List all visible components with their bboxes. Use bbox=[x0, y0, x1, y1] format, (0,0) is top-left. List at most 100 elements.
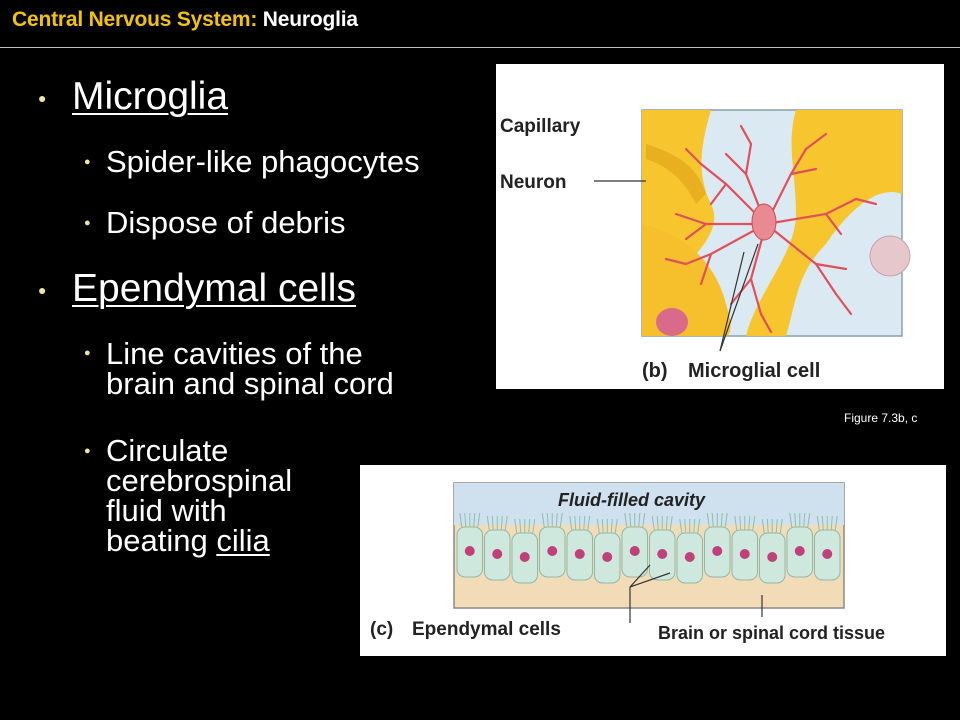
cilium bbox=[574, 515, 577, 531]
cilium bbox=[752, 515, 756, 531]
cell-nucleus bbox=[629, 546, 640, 556]
cilium bbox=[794, 512, 797, 528]
cilium bbox=[789, 512, 793, 528]
cell-nucleus bbox=[492, 549, 503, 559]
label-panel-b: (b) bbox=[642, 360, 668, 382]
heading-microglia: Microglia bbox=[72, 75, 229, 118]
cilium bbox=[775, 518, 778, 534]
cilium bbox=[821, 515, 824, 531]
cell-nucleus bbox=[712, 546, 723, 556]
cell-nucleus bbox=[574, 549, 585, 559]
cilium bbox=[541, 512, 545, 528]
cilium bbox=[500, 515, 503, 531]
cilium bbox=[706, 512, 710, 528]
cilium bbox=[807, 512, 811, 528]
cilium bbox=[569, 515, 573, 531]
item-spider-like: Spider-like phagocytes bbox=[106, 144, 420, 179]
cilium bbox=[711, 512, 714, 528]
cilium bbox=[629, 512, 632, 528]
cilium bbox=[587, 515, 591, 531]
item-line-cavities: Line cavities of the brain and spinal co… bbox=[106, 336, 394, 399]
heading-ependymal: Ependymal cells bbox=[72, 267, 356, 310]
circle-bullet-icon: ● bbox=[84, 445, 91, 457]
cilium bbox=[766, 518, 769, 534]
cilium bbox=[642, 512, 646, 528]
cilium bbox=[601, 518, 604, 534]
cell-nucleus bbox=[822, 549, 833, 559]
circle-bullet-icon: ● bbox=[84, 156, 91, 168]
microglia-illustration: Capillary Neuron (b) Microglial cell bbox=[500, 109, 911, 382]
label-panel-c: (c) bbox=[370, 619, 393, 640]
cell-nucleus bbox=[684, 552, 695, 562]
cell-nucleus bbox=[464, 546, 475, 556]
title-subtopic: Neuroglia bbox=[262, 8, 358, 31]
circle-bullet-icon: ● bbox=[38, 90, 47, 106]
cell-nucleus bbox=[602, 552, 613, 562]
ependymal-illustration: Fluid-filled cavity (c) Ependymal cells … bbox=[370, 482, 885, 643]
cell-nucleus bbox=[657, 549, 668, 559]
cilium bbox=[596, 518, 600, 534]
cilium bbox=[610, 518, 613, 534]
figure-ependymal-cells: Fluid-filled cavity (c) Ependymal cells … bbox=[360, 465, 946, 656]
slide-header: Central Nervous System: Neuroglia bbox=[0, 0, 960, 48]
cilium bbox=[669, 515, 673, 531]
cilium bbox=[491, 515, 494, 531]
cilium bbox=[651, 515, 655, 531]
cilium bbox=[830, 515, 833, 531]
cilium bbox=[624, 512, 628, 528]
cilium bbox=[486, 515, 490, 531]
cell-nucleus bbox=[547, 546, 558, 556]
label-fluid-cavity: Fluid-filled cavity bbox=[558, 490, 706, 510]
cilium bbox=[583, 515, 586, 531]
header-divider bbox=[0, 47, 960, 48]
title-topic: Central Nervous System: bbox=[12, 8, 258, 31]
cilium bbox=[546, 512, 549, 528]
circulate-line4: beating cilia bbox=[106, 523, 292, 558]
label-capillary: Capillary bbox=[500, 116, 581, 137]
cilium bbox=[693, 518, 696, 534]
line-cavities-line1: Line cavities of the bbox=[106, 336, 363, 371]
circle-bullet-icon: ● bbox=[38, 282, 47, 298]
cell-nucleus bbox=[767, 552, 778, 562]
label-ependymal-cells: Ependymal cells bbox=[412, 619, 561, 640]
cilium bbox=[779, 518, 783, 534]
cell-nucleus bbox=[519, 552, 530, 562]
figure-microglial-cell: Capillary Neuron (b) Microglial cell bbox=[496, 64, 944, 389]
cilium bbox=[528, 518, 531, 534]
label-microglial-cell: Microglial cell bbox=[688, 360, 820, 382]
figure-caption: Figure 7.3b, c bbox=[844, 411, 918, 425]
circulate-line4-text: beating bbox=[106, 523, 217, 558]
cilium bbox=[638, 512, 641, 528]
cilium bbox=[665, 515, 668, 531]
cilium bbox=[614, 518, 618, 534]
label-brain-tissue: Brain or spinal cord tissue bbox=[658, 623, 885, 643]
circulate-line2: cerebrospinal bbox=[106, 463, 293, 498]
cilium bbox=[519, 518, 522, 534]
circle-bullet-icon: ● bbox=[84, 217, 91, 229]
cilium bbox=[459, 512, 463, 528]
cilium bbox=[739, 515, 742, 531]
cilium bbox=[697, 518, 701, 534]
cilium bbox=[464, 512, 467, 528]
cilium bbox=[684, 518, 687, 534]
cell-nucleus bbox=[794, 546, 805, 556]
cilium bbox=[473, 512, 476, 528]
cilium bbox=[559, 512, 563, 528]
cilium bbox=[532, 518, 536, 534]
cilium bbox=[656, 515, 659, 531]
cilium bbox=[514, 518, 518, 534]
cilium bbox=[679, 518, 683, 534]
label-neuron: Neuron bbox=[500, 172, 567, 193]
item-dispose-debris: Dispose of debris bbox=[106, 205, 346, 240]
cilium bbox=[504, 515, 508, 531]
cell-nucleus bbox=[739, 549, 750, 559]
cilium bbox=[834, 515, 838, 531]
item-circulate-csf: Circulate cerebrospinal fluid with beati… bbox=[106, 435, 293, 558]
cilium bbox=[724, 512, 728, 528]
slide-title: Central Nervous System: Neuroglia bbox=[12, 8, 358, 32]
cilium bbox=[555, 512, 558, 528]
cilium bbox=[734, 515, 738, 531]
cilia-term: cilia bbox=[216, 523, 270, 558]
circle-bullet-icon: ● bbox=[84, 347, 91, 359]
cilium bbox=[761, 518, 765, 534]
